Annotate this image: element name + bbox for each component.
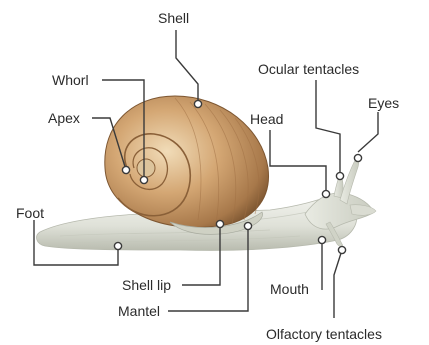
- leader-shell: [176, 30, 198, 104]
- label-head: Head: [250, 111, 283, 127]
- dot-olfactory: [338, 246, 345, 253]
- snail-shell: [105, 96, 269, 234]
- leader-olfactory: [334, 250, 342, 318]
- label-whorl: Whorl: [52, 72, 89, 88]
- leader-head: [270, 130, 326, 194]
- dot-eyes: [354, 154, 361, 161]
- label-shell: Shell: [158, 10, 189, 26]
- label-eyes: Eyes: [368, 95, 399, 111]
- dot-whorl: [140, 176, 147, 183]
- label-mouth: Mouth: [270, 281, 309, 297]
- dot-foot: [114, 242, 121, 249]
- dot-head: [322, 190, 329, 197]
- dot-shell: [194, 100, 201, 107]
- label-mantel: Mantel: [118, 303, 160, 319]
- label-foot: Foot: [16, 205, 44, 221]
- snail-snout: [350, 205, 376, 215]
- label-apex: Apex: [48, 110, 80, 126]
- dot-apex: [122, 166, 129, 173]
- leader-ocular: [316, 80, 340, 176]
- dot-mouth: [318, 236, 325, 243]
- label-olfactory-tentacles: Olfactory tentacles: [266, 326, 382, 342]
- dot-mantel: [244, 222, 251, 229]
- dot-shell-lip: [216, 220, 223, 227]
- label-ocular-tentacles: Ocular tentacles: [258, 61, 359, 77]
- dot-ocular: [336, 172, 343, 179]
- leader-eyes: [358, 112, 378, 152]
- label-shell-lip: Shell lip: [122, 277, 171, 293]
